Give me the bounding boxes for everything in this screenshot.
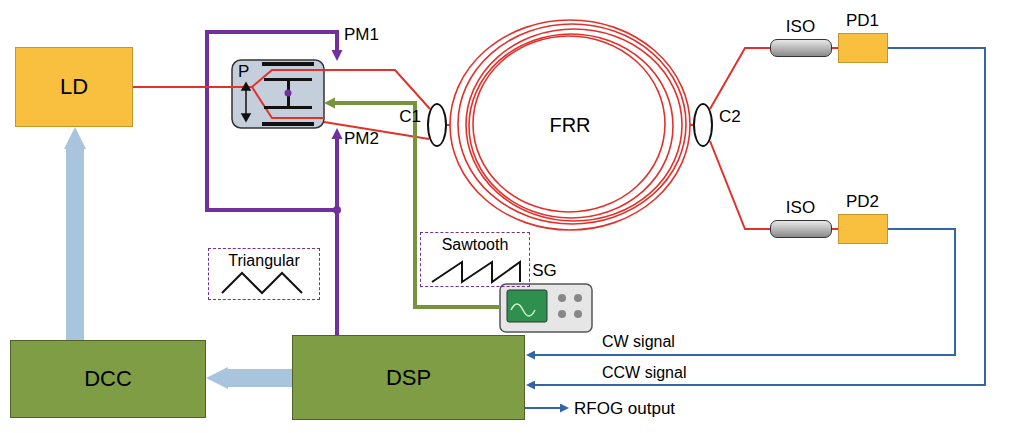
fiber-ring bbox=[450, 20, 690, 230]
node-label: DCC bbox=[84, 366, 132, 391]
photodetector: PD1 bbox=[838, 33, 888, 63]
coupler: C1 bbox=[427, 103, 447, 147]
signal-label: CCW signal bbox=[600, 364, 688, 382]
waveform-box: Triangular bbox=[208, 248, 320, 300]
node-label: C2 bbox=[719, 107, 741, 127]
isolator: ISO bbox=[770, 220, 832, 238]
electrode-dot bbox=[285, 90, 292, 97]
coupler: C2 bbox=[693, 103, 713, 147]
node-label: PD1 bbox=[846, 11, 879, 31]
node-label: ISO bbox=[786, 17, 815, 37]
node-label: ISO bbox=[786, 198, 815, 218]
polarization-arrow bbox=[242, 83, 250, 121]
pm1-drive-line bbox=[207, 32, 337, 210]
node-label: SG bbox=[532, 261, 557, 281]
modulator-port-label: PM1 bbox=[344, 25, 379, 45]
connector bbox=[335, 139, 339, 335]
output-label: RFOG output bbox=[574, 399, 675, 419]
node-label: C1 bbox=[399, 107, 421, 127]
controller-box: DCC bbox=[10, 340, 206, 418]
sawtooth-wave bbox=[432, 262, 520, 282]
electrodes bbox=[262, 62, 314, 126]
connector bbox=[133, 86, 232, 88]
connector bbox=[66, 149, 84, 340]
connector bbox=[535, 229, 955, 355]
signal-generator: SG bbox=[500, 284, 592, 332]
modulator-port-label: PM2 bbox=[344, 129, 379, 149]
output-arrow bbox=[525, 407, 560, 409]
connector bbox=[710, 141, 770, 229]
processor-box: DSP bbox=[292, 335, 525, 420]
node-label: Triangular bbox=[228, 252, 299, 270]
connector bbox=[535, 48, 985, 385]
connector bbox=[447, 124, 450, 126]
node-label: DSP bbox=[386, 365, 431, 390]
node-label: FRR bbox=[549, 114, 590, 137]
phase-modulator: P bbox=[232, 60, 324, 128]
node-label: P bbox=[238, 62, 249, 82]
modulator-body bbox=[232, 60, 324, 128]
isolator: ISO bbox=[770, 39, 832, 57]
waveform-box: Sawtooth bbox=[420, 232, 530, 287]
node-label: Sawtooth bbox=[442, 236, 509, 254]
connector bbox=[228, 369, 292, 387]
triangular-wave bbox=[222, 273, 302, 293]
node-label: LD bbox=[60, 74, 88, 99]
connector bbox=[710, 48, 770, 109]
signal-label: CW signal bbox=[600, 333, 677, 351]
node-label: PD2 bbox=[846, 192, 879, 212]
photodetector: PD2 bbox=[838, 214, 888, 244]
fiber-ring-resonator: FRR bbox=[450, 20, 690, 230]
connector bbox=[335, 103, 500, 307]
signal-generator-icon bbox=[500, 284, 592, 332]
laser-diode-box: LD bbox=[15, 47, 133, 127]
